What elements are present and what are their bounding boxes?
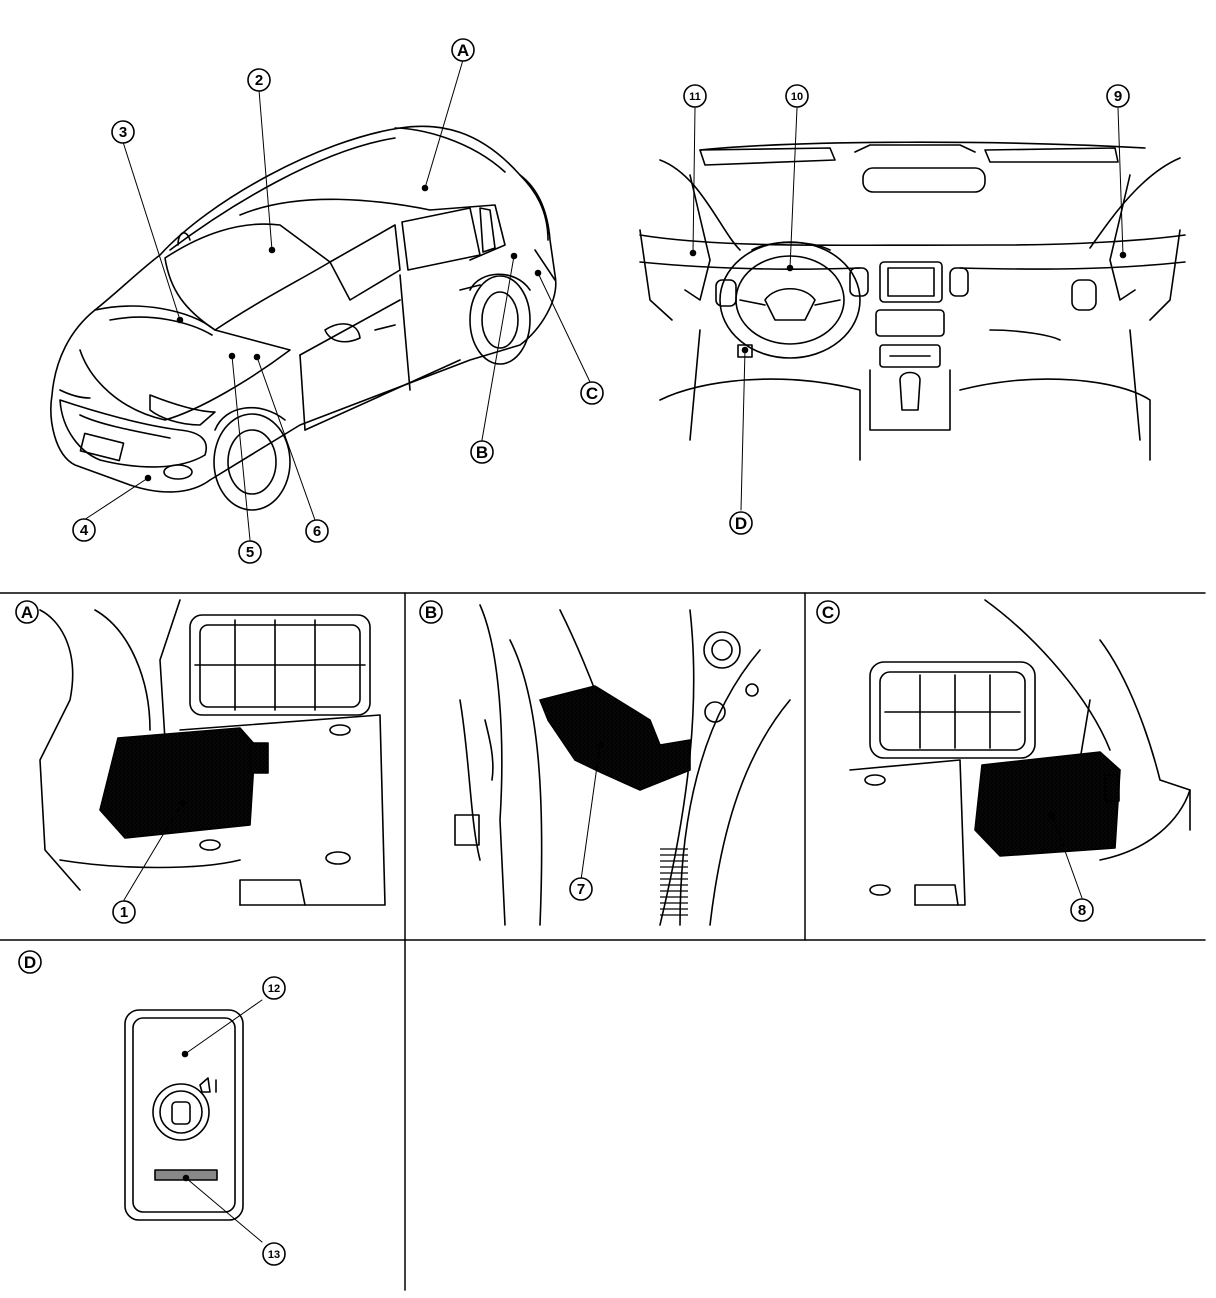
svg-text:A: A: [457, 41, 469, 60]
callout-labels: A 2 3 4 5 6 B C 11 10 9 D A B C D 1 7 8 …: [15, 38, 1130, 1266]
callout-7: 7: [569, 877, 593, 901]
callout-6: 6: [305, 519, 329, 543]
callout-12: 12: [262, 976, 286, 1000]
callout-2: 2: [247, 68, 271, 92]
panel-label-c: C: [816, 600, 840, 624]
svg-text:12: 12: [268, 983, 280, 995]
callout-a-exterior: A: [451, 38, 475, 62]
callout-5: 5: [238, 540, 262, 564]
callout-8: 8: [1070, 898, 1094, 922]
svg-text:7: 7: [577, 881, 585, 898]
svg-text:D: D: [735, 514, 747, 533]
detail-view-c-drawing: [849, 599, 1191, 906]
svg-text:C: C: [822, 603, 834, 622]
callout-13: 13: [262, 1242, 286, 1266]
svg-text:4: 4: [80, 522, 89, 539]
svg-text:10: 10: [791, 91, 803, 103]
callout-9: 9: [1106, 84, 1130, 108]
callout-10: 10: [785, 84, 809, 108]
panel-label-d: D: [18, 950, 42, 974]
callout-b-exterior: B: [470, 440, 494, 464]
svg-text:6: 6: [313, 523, 321, 540]
panel-label-b: B: [419, 600, 443, 624]
vehicle-interior-drawing: [639, 107, 1186, 511]
svg-text:3: 3: [119, 124, 127, 141]
callout-c-exterior: C: [580, 381, 604, 405]
detail-view-d-drawing: [124, 999, 263, 1243]
svg-text:13: 13: [268, 1249, 280, 1261]
svg-text:9: 9: [1114, 88, 1122, 105]
callout-1: 1: [112, 900, 136, 924]
svg-text:1: 1: [120, 904, 128, 921]
svg-text:2: 2: [255, 72, 263, 89]
panel-label-a: A: [15, 600, 39, 624]
detail-view-a-drawing: [39, 599, 386, 906]
panel-grid: [0, 592, 1206, 1291]
svg-text:B: B: [425, 603, 437, 622]
callout-11: 11: [683, 84, 707, 108]
detail-view-b-drawing: [454, 604, 791, 926]
svg-text:11: 11: [689, 91, 701, 103]
callout-3: 3: [111, 120, 135, 144]
svg-text:C: C: [586, 384, 598, 403]
callout-d-interior: D: [729, 511, 753, 535]
svg-text:A: A: [21, 603, 33, 622]
svg-text:B: B: [476, 443, 488, 462]
svg-text:5: 5: [246, 544, 254, 561]
vehicle-exterior-drawing: [50, 59, 591, 541]
svg-text:8: 8: [1078, 902, 1086, 919]
svg-text:D: D: [24, 953, 36, 972]
callout-4: 4: [72, 518, 96, 542]
